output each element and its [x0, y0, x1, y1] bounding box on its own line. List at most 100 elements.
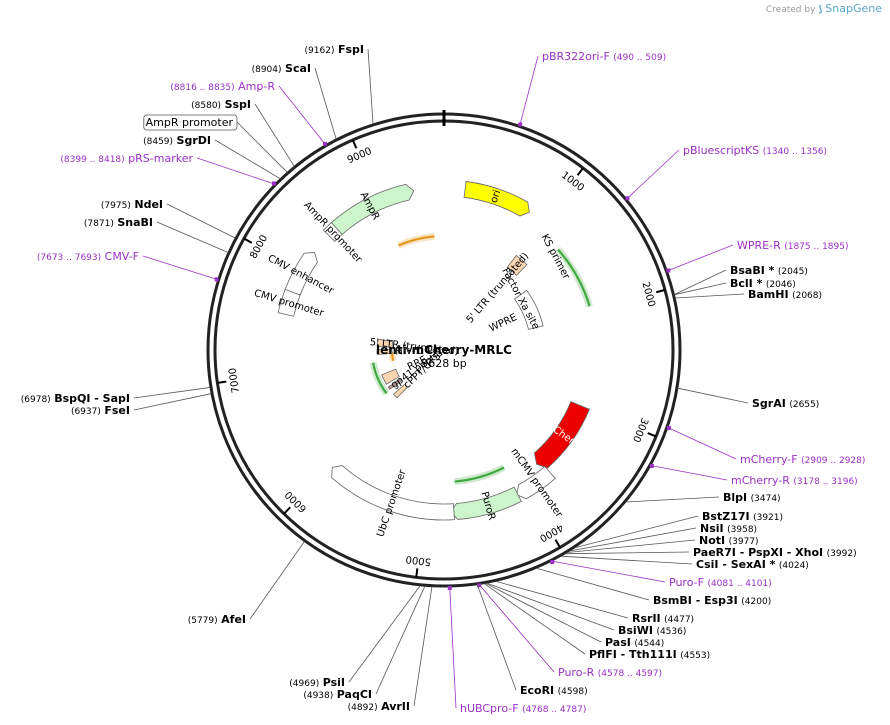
label-leader — [565, 551, 690, 555]
feature-ampr[interactable] — [330, 183, 415, 236]
site-label[interactable]: (8459) SgrDI — [143, 134, 211, 147]
site-label[interactable]: BsaBI * (2045) — [730, 264, 808, 277]
site-label[interactable]: BlpI (3474) — [723, 491, 781, 504]
feature-wpre[interactable] — [514, 289, 544, 330]
orf-arc[interactable] — [372, 362, 388, 395]
site-label[interactable]: (7975) NdeI — [101, 198, 163, 211]
label-position: (4081 .. 4101) — [707, 579, 771, 589]
site-label[interactable]: EcoRI (4598) — [520, 684, 588, 697]
label-leader — [156, 221, 229, 253]
site-label[interactable]: (4969) PsiI — [289, 676, 345, 689]
label-position: (4200) — [741, 597, 771, 607]
label-leader — [486, 582, 615, 631]
label-leader — [236, 121, 288, 173]
site-label[interactable]: CsiI - SexAI * (4024) — [696, 558, 809, 571]
orf-arc[interactable] — [398, 235, 435, 247]
credit-brand: SnapGene — [825, 2, 882, 15]
orf-arc[interactable] — [454, 466, 505, 483]
site-label[interactable]: (6937) FseI — [71, 404, 130, 417]
site-label[interactable]: (5779) AfeI — [188, 613, 246, 626]
tick-label: 1000 — [559, 170, 586, 194]
label-name: AvrII — [381, 700, 410, 713]
label-leader — [674, 282, 727, 296]
site-label[interactable]: BamHI (2068) — [748, 288, 822, 301]
label-name: SspI — [225, 98, 251, 111]
label-position: (4969) — [289, 679, 319, 689]
feature-cmv-enhancer[interactable] — [284, 252, 318, 296]
label-name: NotI — [699, 534, 725, 547]
feature-5-ltr-truncated[interactable] — [376, 338, 394, 348]
site-label[interactable]: RsrII (4477) — [632, 612, 694, 625]
feature-5-ltr-truncated[interactable] — [506, 254, 528, 276]
primer-label[interactable]: (7673 .. 7693) CMV-F — [37, 250, 139, 263]
label-position: (2909 .. 2928) — [801, 456, 865, 466]
primer-marker — [666, 425, 671, 430]
tick-label: 9000 — [346, 146, 374, 166]
snapgene-credit[interactable]: Created by ⟆ SnapGene — [766, 2, 882, 15]
snapgene-logo-icon: ⟆ — [818, 5, 823, 15]
site-label[interactable]: NotI (3977) — [699, 534, 759, 547]
feature-hiv-1[interactable] — [376, 349, 393, 355]
label-name: PasI — [605, 636, 631, 649]
site-label[interactable]: (7871) SnaBI — [84, 216, 153, 229]
primer-label[interactable]: Puro-F (4081 .. 4101) — [669, 576, 772, 589]
label-position: (6937) — [71, 407, 101, 417]
label-name: BsaBI * — [730, 264, 775, 277]
orf-arc[interactable] — [557, 248, 591, 307]
site-label[interactable]: SgrAI (2655) — [752, 397, 819, 410]
site-label[interactable]: (4938) PaqCI — [303, 688, 372, 701]
site-label[interactable]: BsmBI - Esp3I (4200) — [653, 594, 771, 607]
label-name: PaeR7I - PspXI - XhoI — [693, 546, 823, 559]
primer-label[interactable]: hUBCpro-F (4768 .. 4787) — [460, 702, 586, 715]
primer-marker — [477, 583, 482, 588]
label-name: PsiI — [323, 676, 345, 689]
primer-marker — [649, 463, 654, 468]
site-label[interactable]: BclI * (2046) — [730, 277, 796, 290]
feature-mcmv-promoter[interactable] — [516, 465, 556, 500]
feature-cppt-cts[interactable] — [392, 383, 409, 399]
label-leader — [567, 539, 696, 553]
site-label[interactable]: (6978) BspQI - SapI — [21, 392, 130, 405]
site-label[interactable]: NsiI (3958) — [700, 522, 757, 535]
label-position: (4578 .. 4597) — [598, 669, 662, 679]
feature-label: ori — [489, 189, 504, 205]
label-name: BclI * — [730, 277, 763, 290]
tick-mark — [647, 432, 657, 438]
feature-gp41-peptide[interactable] — [387, 378, 403, 390]
site-label[interactable]: (9162) FspI — [305, 43, 364, 56]
primer-label[interactable]: mCherry-R (3178 .. 3196) — [731, 474, 858, 487]
site-label[interactable]: (8904) ScaI — [252, 62, 311, 75]
feature-ori[interactable] — [463, 180, 530, 217]
site-label[interactable]: PasI (4544) — [605, 636, 664, 649]
site-label[interactable]: BsiWI (4536) — [618, 624, 686, 637]
feature-mcherry[interactable] — [533, 401, 590, 469]
primer-label[interactable]: (8816 .. 8835) Amp-R — [170, 80, 275, 93]
primer-label[interactable]: WPRE-R (1875 .. 1895) — [737, 239, 849, 252]
label-name: mCherry-R — [731, 474, 790, 487]
primer-label[interactable]: mCherry-F (2909 .. 2928) — [740, 453, 865, 466]
feature-ubc-promoter[interactable] — [331, 465, 455, 521]
site-label[interactable]: PflFI - Tth111I (4553) — [589, 648, 710, 661]
site-label[interactable]: (8580) SspI — [191, 98, 251, 111]
tick-label: 4000 — [537, 521, 565, 543]
label-name: AmpR promoter — [146, 116, 234, 129]
primer-label[interactable]: Puro-R (4578 .. 4597) — [558, 666, 662, 679]
label-name: pBR322ori-F — [542, 50, 610, 63]
label-position: (2068) — [792, 291, 822, 301]
label-position: (3178 .. 3196) — [793, 477, 857, 487]
primer-label[interactable]: (8399 .. 8418) pRS-marker — [60, 152, 193, 165]
label-position: (4544) — [634, 639, 664, 649]
label-position: (8580) — [191, 101, 221, 111]
site-label[interactable]: PaeR7I - PspXI - XhoI (3992) — [693, 546, 857, 559]
boxed-feature-label[interactable]: AmpR promoter — [146, 116, 234, 129]
primer-label[interactable]: pBluescriptKS (1340 .. 1356) — [683, 144, 827, 157]
label-leader — [133, 387, 211, 399]
site-label[interactable]: (4892) AvrII — [348, 700, 410, 713]
label-position: (3992) — [827, 549, 857, 559]
primer-label[interactable]: pBR322ori-F (490 .. 509) — [542, 50, 666, 63]
feature-label: HIV-1 Ψ — [395, 345, 433, 357]
feature-rre[interactable] — [381, 368, 400, 385]
site-label[interactable]: BstZ17I (3921) — [702, 510, 783, 523]
boxed-label-frame — [143, 114, 238, 131]
label-name: NdeI — [134, 198, 163, 211]
